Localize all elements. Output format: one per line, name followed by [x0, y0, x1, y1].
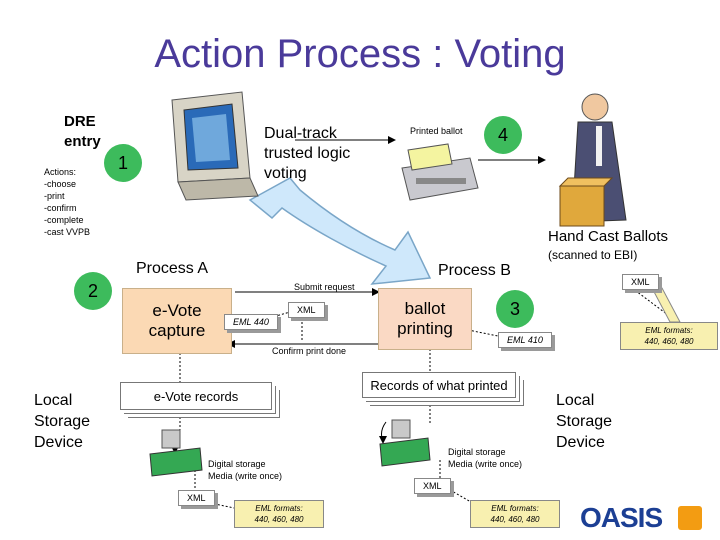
storage-drive-icon-right — [379, 419, 431, 467]
xml-tag-bottom-right: XML — [414, 478, 451, 494]
page-title: Action Process : Voting — [154, 32, 566, 76]
dual-track-label: Dual-track trusted logic voting — [264, 125, 351, 182]
step-badge-3: 3 — [496, 290, 534, 328]
digital-storage-right-label: Digital storage Media (write once) — [448, 447, 523, 469]
step-badge-4: 4 — [484, 116, 522, 154]
process-b-label: Process B — [438, 262, 511, 279]
storage-drive-icon-left — [149, 429, 203, 477]
eml-410-tag: EML 410 — [498, 332, 552, 348]
xml-tag-top-right: XML — [622, 274, 659, 290]
ballot-printing-process: ballot printing — [378, 288, 472, 350]
digital-storage-left-label: Digital storage Media (write once) — [208, 459, 283, 481]
hand-cast-label: Hand Cast Ballots — [548, 228, 669, 245]
evote-capture-process: e-Vote capture — [122, 288, 232, 354]
actions-list: Actions: -choose -print -confirm -comple… — [44, 167, 91, 237]
confirm-print-label: Confirm print done — [272, 346, 347, 356]
local-storage-left-label: Local Storage Device — [34, 392, 91, 451]
eml-formats-callout-bottom-right: EML formats: 440, 460, 480 — [470, 500, 560, 528]
evote-records-document: e-Vote records — [120, 382, 272, 410]
printer-icon — [401, 143, 479, 201]
oasis-logo-mark-icon — [678, 506, 702, 530]
submit-request-label: Submit request — [294, 282, 355, 292]
printed-ballot-label: Printed ballot — [410, 126, 463, 136]
records-printed-document: Records of what printed — [362, 372, 516, 398]
xml-tag-middle: XML — [288, 302, 325, 318]
voter-illustration — [558, 93, 627, 227]
process-a-label: Process A — [136, 260, 209, 277]
step-badge-1: 1 — [104, 144, 142, 182]
flow-arrow-large — [248, 177, 432, 285]
eml-440-tag: EML 440 — [224, 314, 278, 330]
step-badge-2: 2 — [74, 272, 112, 310]
local-storage-right-label: Local Storage Device — [556, 392, 613, 451]
scanned-label: (scanned to EBI) — [548, 248, 638, 262]
eml-formats-callout-right: EML formats: 440, 460, 480 — [620, 322, 718, 350]
xml-tag-bottom-left: XML — [178, 490, 215, 506]
eml-formats-callout-left: EML formats: 440, 460, 480 — [234, 500, 324, 528]
dre-entry-label: DRE entry — [64, 113, 101, 150]
oasis-logo: OASIS — [580, 502, 663, 533]
monitor-icon — [171, 91, 259, 201]
